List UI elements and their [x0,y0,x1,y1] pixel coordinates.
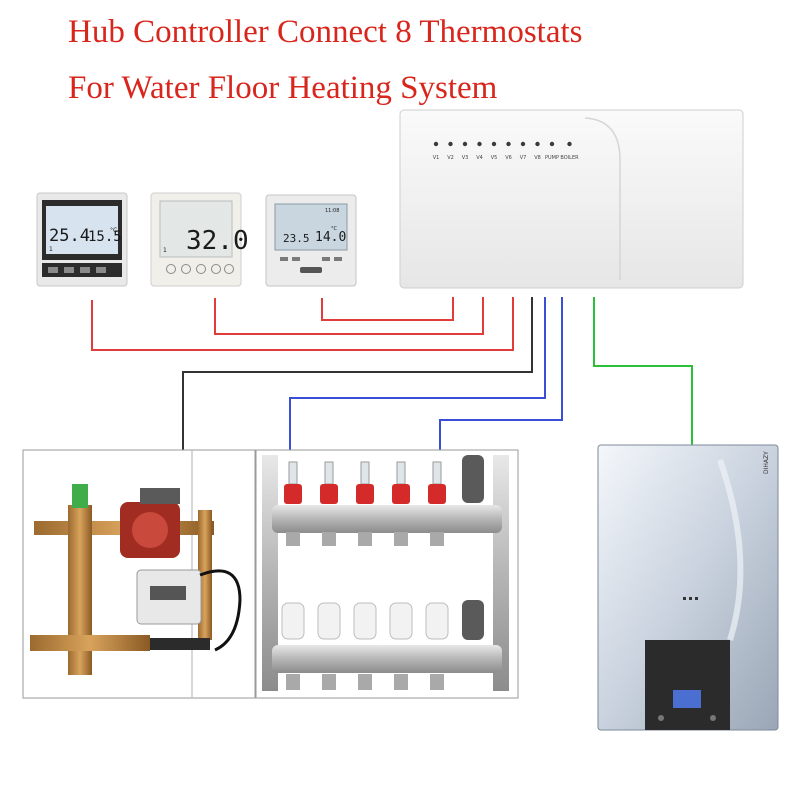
boiler-dots [683,597,698,600]
hub-channel-label-1: V1 [433,155,440,161]
flow-meters [284,461,446,546]
thermostat-3-reading-1: 23.5 [283,232,310,245]
thermostat-3-wire [321,297,454,321]
thermostat-3-buttons [280,257,342,261]
boiler: DIHAZY [597,444,779,731]
thermostat-2: 32.0 1 [150,192,249,287]
hub-channel-label-7: V7 [520,155,527,161]
hub-led-3 [462,141,468,147]
thermostat-3: 23.5 14.0 °C 11:08 [265,194,357,287]
thermostat-3-reading-2: 14.0 [315,230,346,245]
hub-led-10 [567,141,572,147]
thermostat-2-reading: 32.0 [186,226,249,256]
thermostat-1: 25.4 15.5 °C 1 [36,192,128,287]
thermostat-1-wire [91,297,514,351]
hub-channel-label-9: PUMP [545,155,559,161]
hub-channel-label-6: V6 [505,155,512,161]
flow-meter-5 [428,461,446,546]
diagram-title-line-1: Hub Controller Connect 8 Thermostats [68,14,583,50]
actuator-3 [353,602,377,690]
hub-channel-label-4: V4 [476,155,483,161]
thermostat-1-buttons [48,267,106,273]
actuators [281,602,449,690]
hub-channel-label-10: BOILER [560,155,579,161]
hub-led-7 [520,141,526,147]
hub-channel-label-8: V8 [534,155,541,161]
thermostat-3-unit: °C [331,226,338,232]
hub-led-9 [549,141,555,147]
hub-led-row [433,141,572,147]
flow-meter-2 [320,461,338,546]
flow-meter-4 [392,461,410,546]
thermostat-3-small-value: 11:08 [325,208,339,214]
flow-meter-1 [284,461,302,546]
manifold-group [255,449,519,699]
thermostat-1-unit: °C [110,227,117,234]
thermostat-1-reading-1: 25.4 [49,226,90,246]
pump-wire [182,297,533,470]
hub-led-6 [506,141,511,147]
actuator-2 [317,602,341,690]
actuator-5 [425,602,449,690]
thermostat-2-wire [214,297,484,335]
hub-channel-label-5: V5 [491,155,498,161]
thermostat-1-small-value: 1 [49,246,53,253]
hub-channel-label-3: V3 [462,155,469,161]
diagram-title-line-2: For Water Floor Heating System [68,70,498,106]
actuator-1 [281,602,305,690]
boiler-wire [593,297,693,445]
hub-led-1 [433,141,439,147]
boiler-brand: DIHAZY [763,451,770,474]
pump-group [22,449,256,699]
flow-meter-3 [356,461,374,546]
hub-led-8 [535,141,540,147]
hub-led-4 [477,141,482,147]
hub-led-2 [448,141,453,147]
hub-led-5 [491,141,497,147]
thermostat-1-reading-2: 15.5 [88,229,122,245]
hub-channel-label-2: V2 [447,155,454,161]
thermostat-2-small-value: 1 [163,247,167,254]
thermostat-2-buttons [166,264,234,274]
actuator-4 [389,602,413,690]
